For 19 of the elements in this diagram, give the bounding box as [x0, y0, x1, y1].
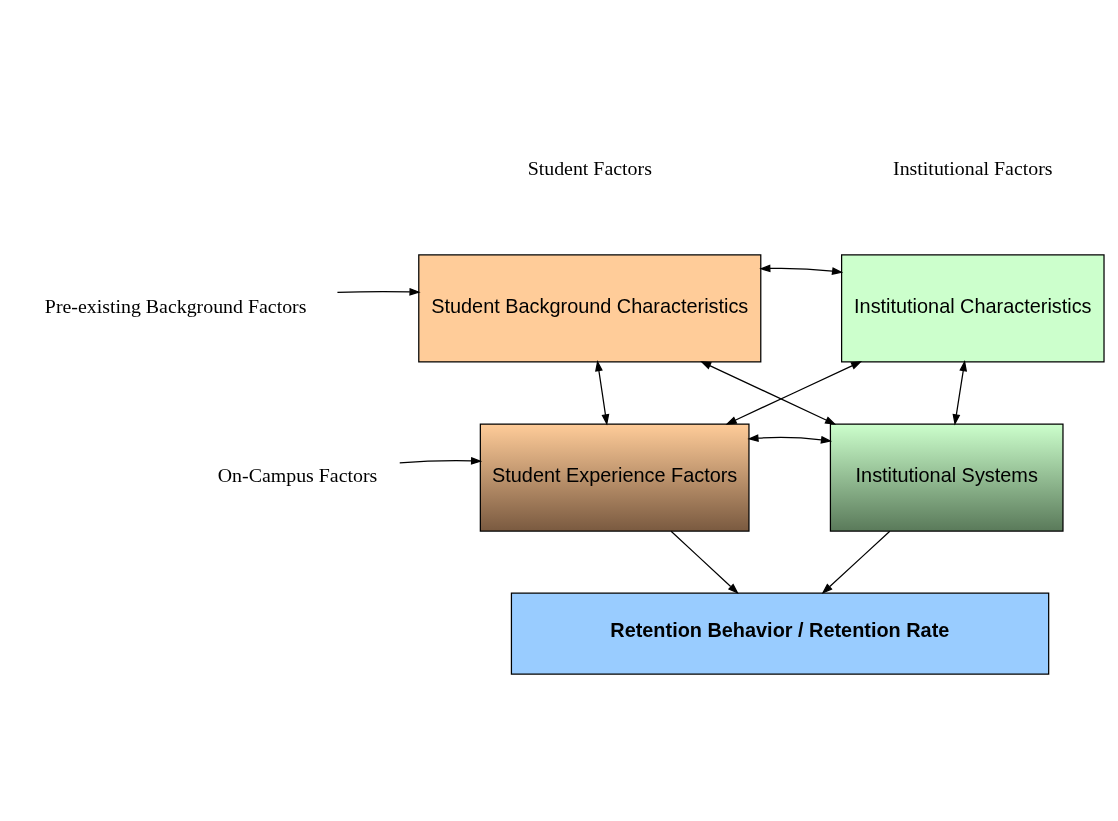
arrow [725, 360, 863, 425]
node-box: Retention Behavior / Retention Rate [510, 592, 1050, 675]
arrow [759, 264, 844, 275]
arrow [821, 530, 891, 594]
arrow [747, 433, 833, 444]
arrow [595, 359, 610, 425]
node-box: Student Experience Factors [479, 422, 750, 532]
arrow [670, 530, 739, 594]
arrow [952, 359, 968, 425]
node-box: Institutional Systems [829, 422, 1064, 532]
arrow [336, 287, 421, 296]
label: Student Factors [527, 156, 652, 179]
label: Institutional Factors [893, 156, 1053, 179]
node-text: Pre-existing Background Factors [44, 294, 307, 317]
arrow [399, 456, 483, 465]
node-text: On-Campus Factors [217, 463, 378, 486]
node-box: Institutional Characteristics [841, 253, 1105, 362]
arrow [700, 360, 837, 425]
node-box: Student Background Characteristics [418, 253, 762, 362]
